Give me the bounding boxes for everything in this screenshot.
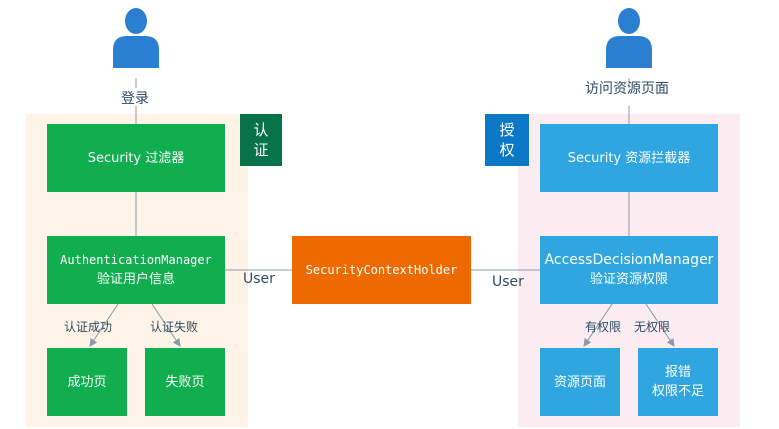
- authentication-tag: 认 证: [240, 114, 282, 166]
- security-context-holder-box: SecurityContextHolder: [292, 236, 471, 304]
- login-label: 登录: [121, 91, 149, 107]
- granted-label: 有权限: [585, 320, 622, 334]
- visit-resource-label: 访问资源页面: [585, 81, 669, 97]
- auth-success-label: 认证成功: [64, 320, 113, 334]
- connector-manager-to-resource: [583, 303, 613, 347]
- user-link-label-left: User: [243, 271, 275, 287]
- user-icon: [606, 8, 652, 68]
- error-box: 报错 权限不足: [638, 348, 718, 416]
- failure-page-box: 失败页: [145, 348, 225, 416]
- authentication-manager-box: AuthenticationManager 验证用户信息: [47, 236, 225, 304]
- security-filter-box: Security 过滤器: [47, 124, 225, 192]
- authorization-tag: 授 权: [485, 114, 529, 166]
- access-decision-manager-box: AccessDecisionManager 验证资源权限: [540, 236, 718, 304]
- auth-failure-label: 认证失败: [150, 320, 199, 334]
- connector-manager-to-success: [89, 303, 119, 347]
- resource-page-box: 资源页面: [540, 348, 620, 416]
- user-link-label-right: User: [492, 274, 524, 290]
- user-icon: [113, 8, 159, 68]
- success-page-box: 成功页: [47, 348, 127, 416]
- connector-manager-to-failure: [151, 303, 181, 347]
- connector-manager-to-error: [645, 303, 675, 347]
- resource-interceptor-box: Security 资源拦截器: [540, 124, 718, 192]
- denied-label: 无权限: [634, 320, 671, 334]
